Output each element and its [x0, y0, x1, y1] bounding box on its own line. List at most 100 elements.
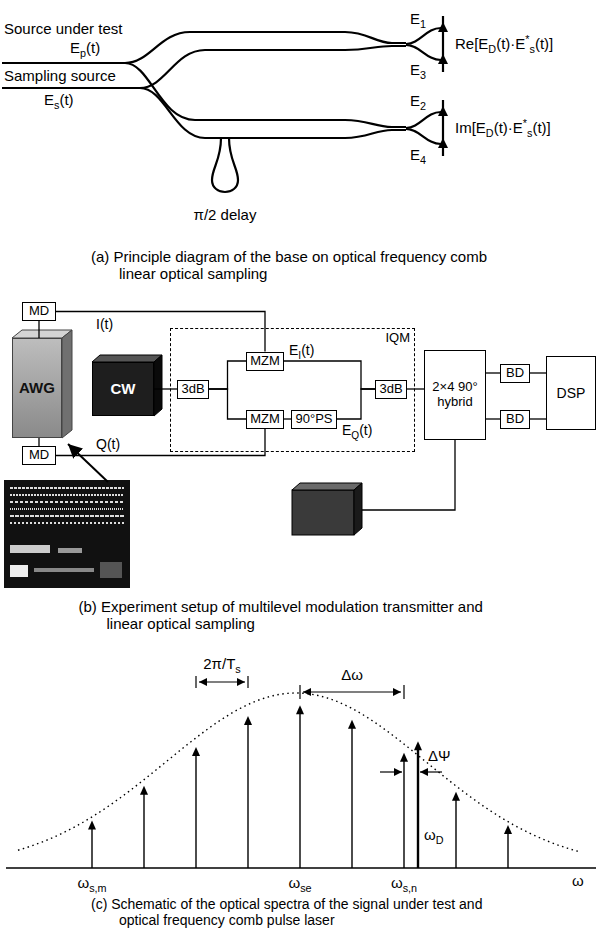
detector-arrow: [438, 54, 448, 64]
text-run: (t): [86, 39, 100, 56]
node-text: IQM: [385, 331, 410, 346]
sampling-laser-top: [292, 483, 362, 490]
comb-line: [351, 728, 352, 868]
comb-line: [299, 713, 300, 868]
connector-line: [486, 372, 500, 373]
screenshot-widget: [34, 568, 94, 572]
connector-line: [407, 388, 424, 389]
subfigure-caption: (a) Principle diagram of the base on opt…: [91, 248, 511, 283]
phase-arrow: [420, 771, 442, 772]
subscript: s: [527, 127, 532, 139]
bracket-tick: [247, 676, 248, 688]
subscript: s,m: [89, 882, 106, 894]
node-text: MZM: [250, 354, 280, 369]
waveguide: [2, 46, 406, 88]
laser-box: CW: [92, 362, 154, 416]
detector-box: BD: [500, 410, 530, 429]
subfigure-caption: (b) Experiment setup of multilevel modul…: [79, 598, 524, 633]
text-run: E: [289, 342, 298, 358]
comb-line-head: [244, 716, 252, 725]
port-label: E1: [410, 10, 426, 28]
detector-arrow: [438, 106, 448, 116]
node-text: MD: [29, 304, 49, 319]
subscript: D: [488, 43, 496, 55]
spacing-label: 2π/Ts: [203, 655, 240, 673]
connector-line: [530, 418, 546, 419]
signal-label: EQ(t): [342, 422, 372, 438]
signal-label: EI(t): [289, 342, 314, 358]
cw-top-face: [92, 355, 162, 362]
input-label: Sampling source: [4, 67, 116, 84]
subscript: s: [530, 43, 535, 55]
subscript: 3: [420, 69, 426, 81]
frequency-label: ωse: [288, 874, 311, 892]
subscript: D: [436, 834, 444, 846]
node-text: BD: [506, 412, 524, 427]
mzm-box: MZM: [246, 410, 284, 429]
subfigure-caption: (c) Schematic of the optical spectra of …: [91, 896, 511, 928]
subfigure-caption: (c) Schematic of the optical spectra of …: [91, 896, 511, 928]
port-label: E4: [410, 146, 426, 164]
comb-line: [91, 828, 92, 868]
frequency-label: ωse: [288, 874, 311, 891]
text-run: E: [410, 10, 420, 27]
text-run: ω: [77, 874, 89, 891]
comb-line: [403, 761, 404, 868]
comb-line-head: [192, 747, 200, 756]
waveguide: [406, 112, 441, 128]
comb-line-head: [88, 820, 96, 829]
signal-label: EI(t): [289, 341, 314, 359]
text-run: E: [410, 92, 420, 109]
bracket-tick: [403, 685, 404, 699]
text-run: (t): [59, 91, 73, 108]
comb-line-head: [400, 753, 408, 762]
signal-name: Es(t): [44, 91, 74, 109]
offset-label: Δω: [341, 666, 363, 683]
screenshot-row: [10, 501, 124, 503]
offset-label: Δω: [341, 666, 363, 684]
screenshot-row: [10, 487, 124, 489]
awg-screenshot: [4, 480, 130, 588]
axis-label: ω: [572, 872, 584, 890]
detector-arrows: [438, 22, 448, 148]
node-text: AWG: [19, 379, 55, 396]
screenshot-frame: [4, 480, 130, 588]
frequency-label: ωs,n: [391, 874, 417, 892]
subscript: I: [298, 350, 301, 361]
spacing-label: 2π/Ts: [203, 655, 240, 672]
node-text: CW: [111, 380, 136, 397]
subfigure-caption: (b) Experiment setup of multilevel modul…: [79, 598, 524, 633]
connector-line: [209, 389, 246, 419]
signal-label: I(t): [96, 315, 113, 333]
text-run: E: [410, 61, 420, 78]
screenshot-row: [10, 508, 124, 510]
output-formula: Im[ED(t)·E*s(t)]: [455, 119, 551, 136]
output-formula: Re[ED(t)·E*s(t)]: [455, 35, 553, 53]
bracket-tick: [195, 676, 196, 688]
comb-line-head: [504, 825, 512, 834]
waveguide-group: [2, 16, 443, 192]
text-run: ω: [424, 826, 436, 843]
subscript: D: [486, 127, 494, 139]
frequency-label: ωD: [424, 826, 444, 843]
comb-line: [247, 724, 248, 868]
delay-loop: [212, 138, 238, 192]
connector-line: [209, 361, 246, 389]
comb-line: [195, 755, 196, 868]
connector-line: [56, 312, 265, 352]
waveguide: [406, 28, 441, 44]
awg-box: AWG: [12, 338, 62, 438]
signal-name: Es(t): [44, 91, 74, 108]
text-run: E: [342, 422, 351, 438]
node-text: 90°PS: [295, 412, 332, 427]
signal-label: EQ(t): [342, 421, 372, 439]
dsp-box: DSP: [546, 356, 596, 430]
screenshot-widget: [10, 545, 50, 553]
subscript: s: [54, 99, 59, 111]
driver-box: MD: [22, 446, 56, 465]
subscript: 4: [420, 154, 426, 166]
awg-side-face: [62, 330, 72, 438]
subscript: s: [235, 663, 240, 675]
screenshot-row: [10, 515, 124, 517]
